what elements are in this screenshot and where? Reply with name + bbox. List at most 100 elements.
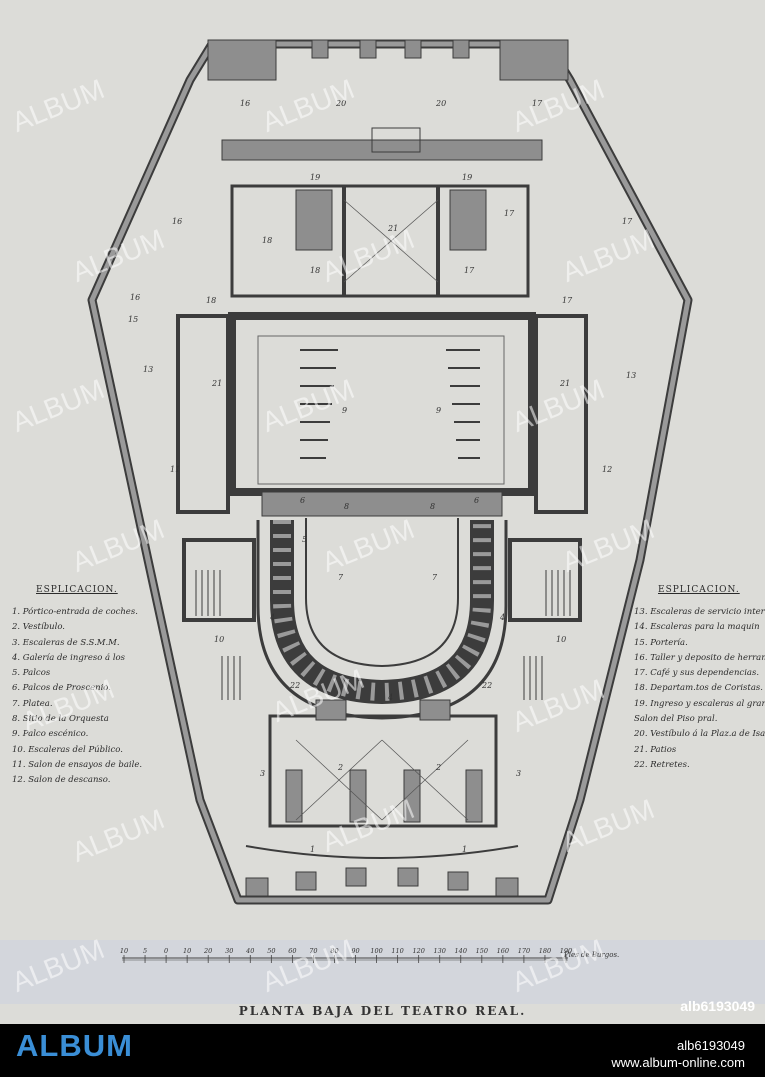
legend-item: 20. Vestíbulo á la Plaz.a de Isabel xyxy=(634,729,765,740)
scale-tick-label: 80 xyxy=(330,947,338,955)
room-number: 17 xyxy=(532,99,543,108)
scale-tick-label: 110 xyxy=(391,947,403,955)
scale-tick-label: 140 xyxy=(455,947,467,955)
scale-tick-label: 90 xyxy=(351,947,359,955)
scale-tick-label: 10 xyxy=(183,947,191,955)
legend-item: 19. Ingreso y escaleras al gran xyxy=(634,698,765,709)
legend-left: ESPLICACION. 1. Pórtico-entrada de coche… xyxy=(12,585,182,789)
scale-tick-label: 5 xyxy=(143,947,147,955)
legend-item: Salon del Piso pral. xyxy=(634,714,718,725)
room-number: 4 xyxy=(499,613,505,622)
legend-item: 11. Salon de ensayos de baile. xyxy=(12,759,143,770)
scale-tick-label: 190 xyxy=(560,947,572,955)
room-number: 22 xyxy=(481,681,492,690)
room-number: 20 xyxy=(435,99,446,108)
scale-tick-label: 70 xyxy=(309,947,317,955)
legend-item: 4. Galería de ingreso á los xyxy=(12,652,126,663)
room-number: 1 xyxy=(462,845,467,854)
legend-item: 9. Palco escénico. xyxy=(12,729,89,740)
room-number: 18 xyxy=(262,236,272,245)
scale-tick-label: 10 xyxy=(120,947,128,955)
room-number: 10 xyxy=(214,635,224,644)
room-number: 9 xyxy=(436,406,441,415)
room-number: 2 xyxy=(337,763,343,772)
legend-item: 1. Pórtico-entrada de coches. xyxy=(12,607,138,617)
scale-tick-label: 180 xyxy=(539,947,551,955)
legend-right: ESPLICACION. 13. Escaleras de servicio i… xyxy=(634,585,765,773)
legend-item: 12. Salon de descanso. xyxy=(12,775,111,786)
room-number: 4 xyxy=(269,613,275,622)
scale-tick-label: 30 xyxy=(225,947,233,955)
room-number: 19 xyxy=(310,173,320,182)
room-number: 1 xyxy=(310,845,315,854)
scale-tick-label: 50 xyxy=(267,947,275,955)
room-number: 3 xyxy=(260,769,265,778)
legend-heading: ESPLICACION. xyxy=(36,585,118,595)
room-number: 20 xyxy=(335,99,346,108)
legend-item: 17. Café y sus dependencias. xyxy=(634,668,760,679)
scale-tick-label: 20 xyxy=(203,947,212,955)
scale-tick-label: 0 xyxy=(164,947,168,955)
scale-strip xyxy=(0,940,765,1004)
legend-item: 22. Retretes. xyxy=(634,759,690,770)
room-number: 21 xyxy=(387,224,398,233)
legend-item: 10. Escaleras del Público. xyxy=(12,744,123,755)
room-number: 17 xyxy=(464,266,475,275)
scale-tick-label: 40 xyxy=(245,947,254,955)
room-number: 6 xyxy=(474,496,479,505)
room-number: 15 xyxy=(128,315,138,324)
catalog-id: alb6193049 xyxy=(680,998,755,1014)
room-number: 18 xyxy=(206,296,216,305)
room-number: 22 xyxy=(289,681,300,690)
brand-logo: ALBUM xyxy=(16,1028,133,1063)
footer-image-id: alb6193049 xyxy=(677,1038,745,1053)
room-number: 4 xyxy=(387,693,393,702)
room-number: 7 xyxy=(338,573,344,582)
room-number: 2 xyxy=(435,763,441,772)
room-number: 17 xyxy=(622,217,633,226)
legend-item: 2. Vestíbulo. xyxy=(12,622,66,633)
room-number: 16 xyxy=(130,293,140,302)
scale-tick-label: 120 xyxy=(412,947,424,955)
legend-item: 13. Escaleras de servicio inter xyxy=(634,607,765,617)
plate-title: PLANTA BAJA DEL TEATRO REAL. xyxy=(238,1004,527,1018)
room-number: 21 xyxy=(211,379,222,388)
legend-item: 15. Portería. xyxy=(634,637,688,648)
legend-item: 3. Escaleras de S.S.M.M. xyxy=(12,637,120,648)
scale-tick-label: 100 xyxy=(370,947,382,955)
room-number: 19 xyxy=(462,173,472,182)
scale-tick-label: 60 xyxy=(288,947,296,955)
room-number: 13 xyxy=(143,365,153,374)
room-number: 12 xyxy=(602,465,612,474)
scale-unit-label: Pies de Burgos. xyxy=(564,951,620,959)
room-number: 8 xyxy=(430,502,435,511)
legend-item: 6. Palcos de Proscenio. xyxy=(12,683,111,694)
room-number: 18 xyxy=(310,266,320,275)
legend-item: 7. Platea. xyxy=(12,698,53,709)
room-number: 6 xyxy=(300,496,305,505)
scale-tick-label: 160 xyxy=(497,947,509,955)
room-number: 11 xyxy=(170,465,180,474)
room-number: 9 xyxy=(342,406,347,415)
room-number: 16 xyxy=(240,99,250,108)
legend-item: 21. Patios xyxy=(634,744,677,755)
legend-item: 5. Palcos xyxy=(12,668,51,679)
scale-tick-label: 170 xyxy=(518,947,530,955)
scale-tick-label: 150 xyxy=(476,947,488,955)
legend-item: 14. Escaleras para la maquin xyxy=(634,622,760,633)
footer-bar xyxy=(0,1024,765,1077)
scale-tick-label: 130 xyxy=(434,947,446,955)
floor-plan: 16 20 20 17 19 19 21 18 18 17 17 16 15 1… xyxy=(87,39,693,905)
room-number: 17 xyxy=(562,296,573,305)
room-number: 5 xyxy=(302,535,307,544)
legend-item: 8. Sitio de la Orquesta xyxy=(12,714,109,725)
room-number: 21 xyxy=(559,379,570,388)
room-number: 13 xyxy=(626,371,636,380)
room-number: 17 xyxy=(504,209,515,218)
legend-item: 18. Departam.tos de Coristas. xyxy=(634,683,763,694)
room-number: 3 xyxy=(516,769,521,778)
room-number: 7 xyxy=(432,573,438,582)
footer-url[interactable]: www.album-online.com xyxy=(611,1055,745,1070)
legend-heading: ESPLICACION. xyxy=(658,585,740,595)
